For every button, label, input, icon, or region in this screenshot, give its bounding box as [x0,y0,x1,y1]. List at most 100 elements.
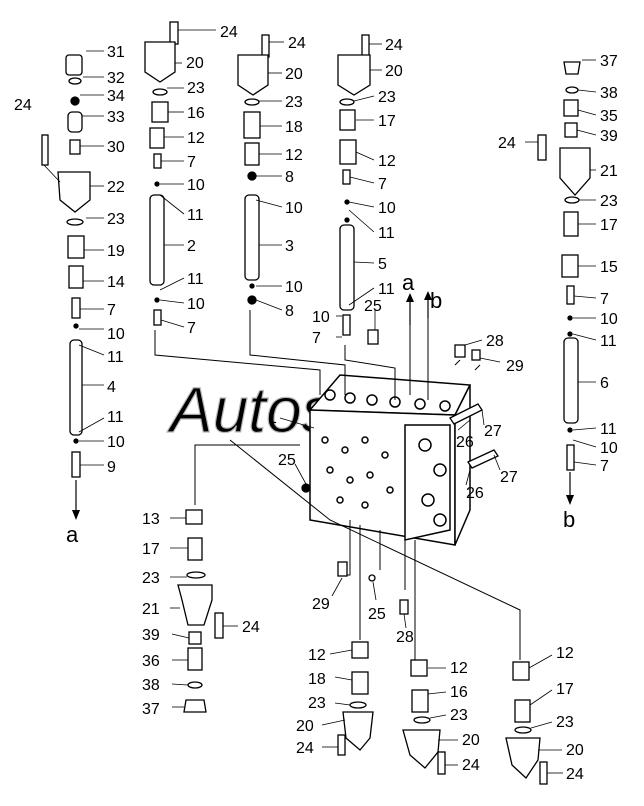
label-2: 2 [187,238,196,255]
label-10: 10 [378,200,396,217]
label-16: 16 [187,105,205,122]
label-23: 23 [187,80,205,97]
guide-lines [154,310,521,660]
label-24: 24 [498,135,516,152]
label-25: 25 [364,298,382,315]
label-7: 7 [187,154,196,171]
label-20: 20 [566,742,584,759]
label-13: 13 [142,511,160,528]
label-17: 17 [600,217,618,234]
label-10: 10 [187,177,205,194]
label-7: 7 [312,330,321,347]
label-29: 29 [312,596,330,613]
bottom-assembly-2 [402,659,446,775]
label-36: 36 [142,653,160,670]
part-labels: 31 32 34 33 30 24 22 23 19 14 7 10 11 4 … [14,24,618,783]
label-35: 35 [600,108,618,125]
label-1: 1 [268,410,277,427]
label-11: 11 [378,225,395,242]
label-7: 7 [600,458,609,475]
label-24: 24 [288,35,306,52]
label-29: 29 [506,358,524,375]
label-24: 24 [220,24,238,41]
label-7: 7 [107,302,116,319]
label-23: 23 [378,89,396,106]
label-25: 25 [368,606,386,623]
label-11: 11 [600,421,617,438]
label-20: 20 [285,66,303,83]
label-23: 23 [600,193,618,210]
label-16: 16 [450,684,468,701]
spool-assembly-3 [237,34,270,305]
label-12: 12 [378,153,396,170]
label-26: 26 [466,485,484,502]
label-23: 23 [285,94,303,111]
label-24: 24 [462,757,480,774]
main-valve-block [308,374,472,546]
label-24: 24 [385,37,403,54]
label-31: 31 [107,44,125,61]
label-11: 11 [107,349,124,366]
label-10: 10 [600,311,618,328]
label-20: 20 [385,63,403,80]
label-7: 7 [378,176,387,193]
label-23: 23 [142,570,160,587]
label-32: 32 [107,70,125,87]
label-20: 20 [186,55,204,72]
label-26: 26 [456,434,474,451]
label-12: 12 [285,147,303,164]
label-b-top: b [430,288,442,313]
label-21: 21 [142,601,160,618]
label-11: 11 [107,409,124,426]
label-12: 12 [187,130,205,147]
label-11: 11 [187,207,204,224]
label-12: 12 [450,660,468,677]
label-5: 5 [378,256,387,273]
label-23: 23 [450,707,468,724]
bottom-left-assembly [177,509,224,713]
label-10: 10 [285,279,303,296]
label-11: 11 [600,333,617,350]
label-12: 12 [556,645,574,662]
arrow-b-top-head [424,291,432,300]
label-11: 11 [187,271,204,288]
bottom-assembly-1 [337,641,374,756]
label-38: 38 [142,677,160,694]
label-10: 10 [285,200,303,217]
bottom-assembly-3 [505,661,548,785]
arrow-b-right-head [566,495,574,505]
spool-assembly-right [537,61,591,471]
label-24: 24 [14,97,32,114]
spool-assembly-left [41,54,91,478]
label-37: 37 [600,53,618,70]
label-7: 7 [187,320,196,337]
label-23: 23 [107,211,125,228]
arrow-a-left-head [72,510,80,520]
label-20: 20 [296,718,314,735]
label-18: 18 [285,119,303,136]
label-15: 15 [600,259,618,276]
label-27: 27 [500,469,518,486]
label-39: 39 [600,128,618,145]
label-10: 10 [107,434,125,451]
label-4: 4 [107,379,116,396]
label-6: 6 [600,375,609,392]
label-12: 12 [308,647,326,664]
label-22: 22 [107,179,125,196]
label-10: 10 [600,440,618,457]
label-17: 17 [378,113,396,130]
block-fittings [301,344,499,615]
label-39: 39 [142,627,160,644]
label-10: 10 [187,296,205,313]
label-28: 28 [396,629,414,646]
label-23: 23 [308,695,326,712]
arrow-a-top-head [406,293,414,302]
label-10: 10 [312,309,330,326]
label-33: 33 [107,109,125,126]
label-24: 24 [242,619,260,636]
label-b: b [563,507,575,532]
label-23: 23 [556,714,574,731]
leader-lines [43,29,597,774]
label-19: 19 [107,243,125,260]
